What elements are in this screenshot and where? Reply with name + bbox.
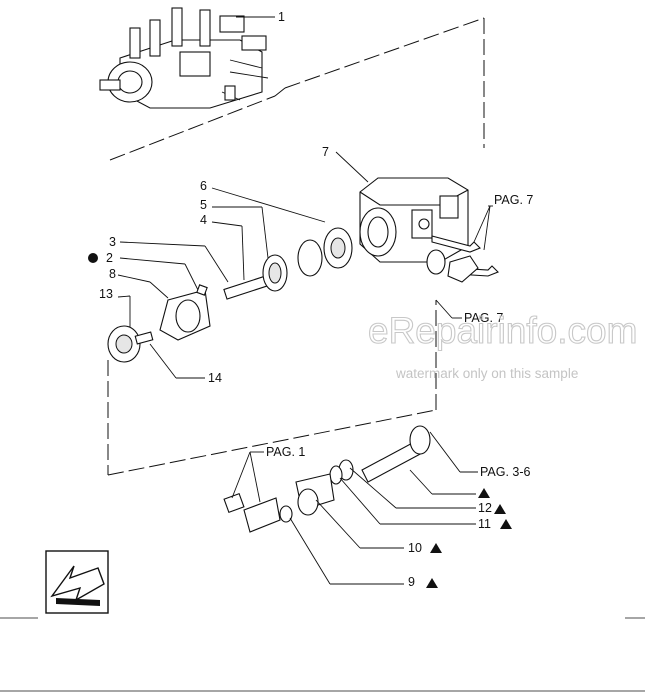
cover-plate — [447, 255, 479, 283]
callout-7: 7 — [322, 145, 329, 159]
pag7-mid-ref: PAG. 7 — [464, 311, 503, 325]
o-ring — [426, 249, 446, 275]
callout-5: 5 — [200, 198, 207, 212]
callout-14: 14 — [208, 371, 222, 385]
callout-13: 13 — [99, 287, 113, 301]
watermark-sub: watermark only on this sample — [395, 366, 578, 381]
bullet-marker-2 — [88, 253, 98, 263]
pump-housing — [359, 177, 469, 263]
triangle-marker-9 — [426, 578, 438, 588]
governor-assembly — [107, 284, 211, 363]
watermark-main: eRepairinfo.com — [368, 310, 637, 351]
triangle-marker-11 — [500, 519, 512, 529]
triangle-marker-pag36 — [478, 488, 490, 498]
callout-1: 1 — [278, 10, 285, 24]
pag7-top-ref: PAG. 7 — [494, 193, 533, 207]
triangle-marker-12 — [494, 504, 506, 514]
lower-plunger-group — [223, 425, 431, 533]
callout-2: 2 — [106, 251, 113, 265]
top-group-bracket — [109, 17, 485, 161]
callout-11: 11 — [478, 517, 491, 531]
back-arrow-icon[interactable] — [45, 550, 109, 614]
callout-8: 8 — [109, 267, 116, 281]
callout-6: 6 — [200, 179, 207, 193]
pag1-ref: PAG. 1 — [266, 445, 305, 459]
callout-3: 3 — [109, 235, 116, 249]
pag36-ref: PAG. 3-6 — [480, 465, 531, 479]
triangle-marker-10 — [430, 543, 442, 553]
drive-shaft-group — [223, 227, 353, 300]
callout-9: 9 — [408, 575, 415, 589]
middle-group-bracket — [107, 300, 437, 476]
callout-12: 12 — [478, 501, 492, 515]
callout-10: 10 — [408, 541, 422, 555]
pump-assembly-overview — [99, 7, 269, 109]
callout-4: 4 — [200, 213, 207, 227]
housing-bolt-1 — [431, 235, 481, 253]
